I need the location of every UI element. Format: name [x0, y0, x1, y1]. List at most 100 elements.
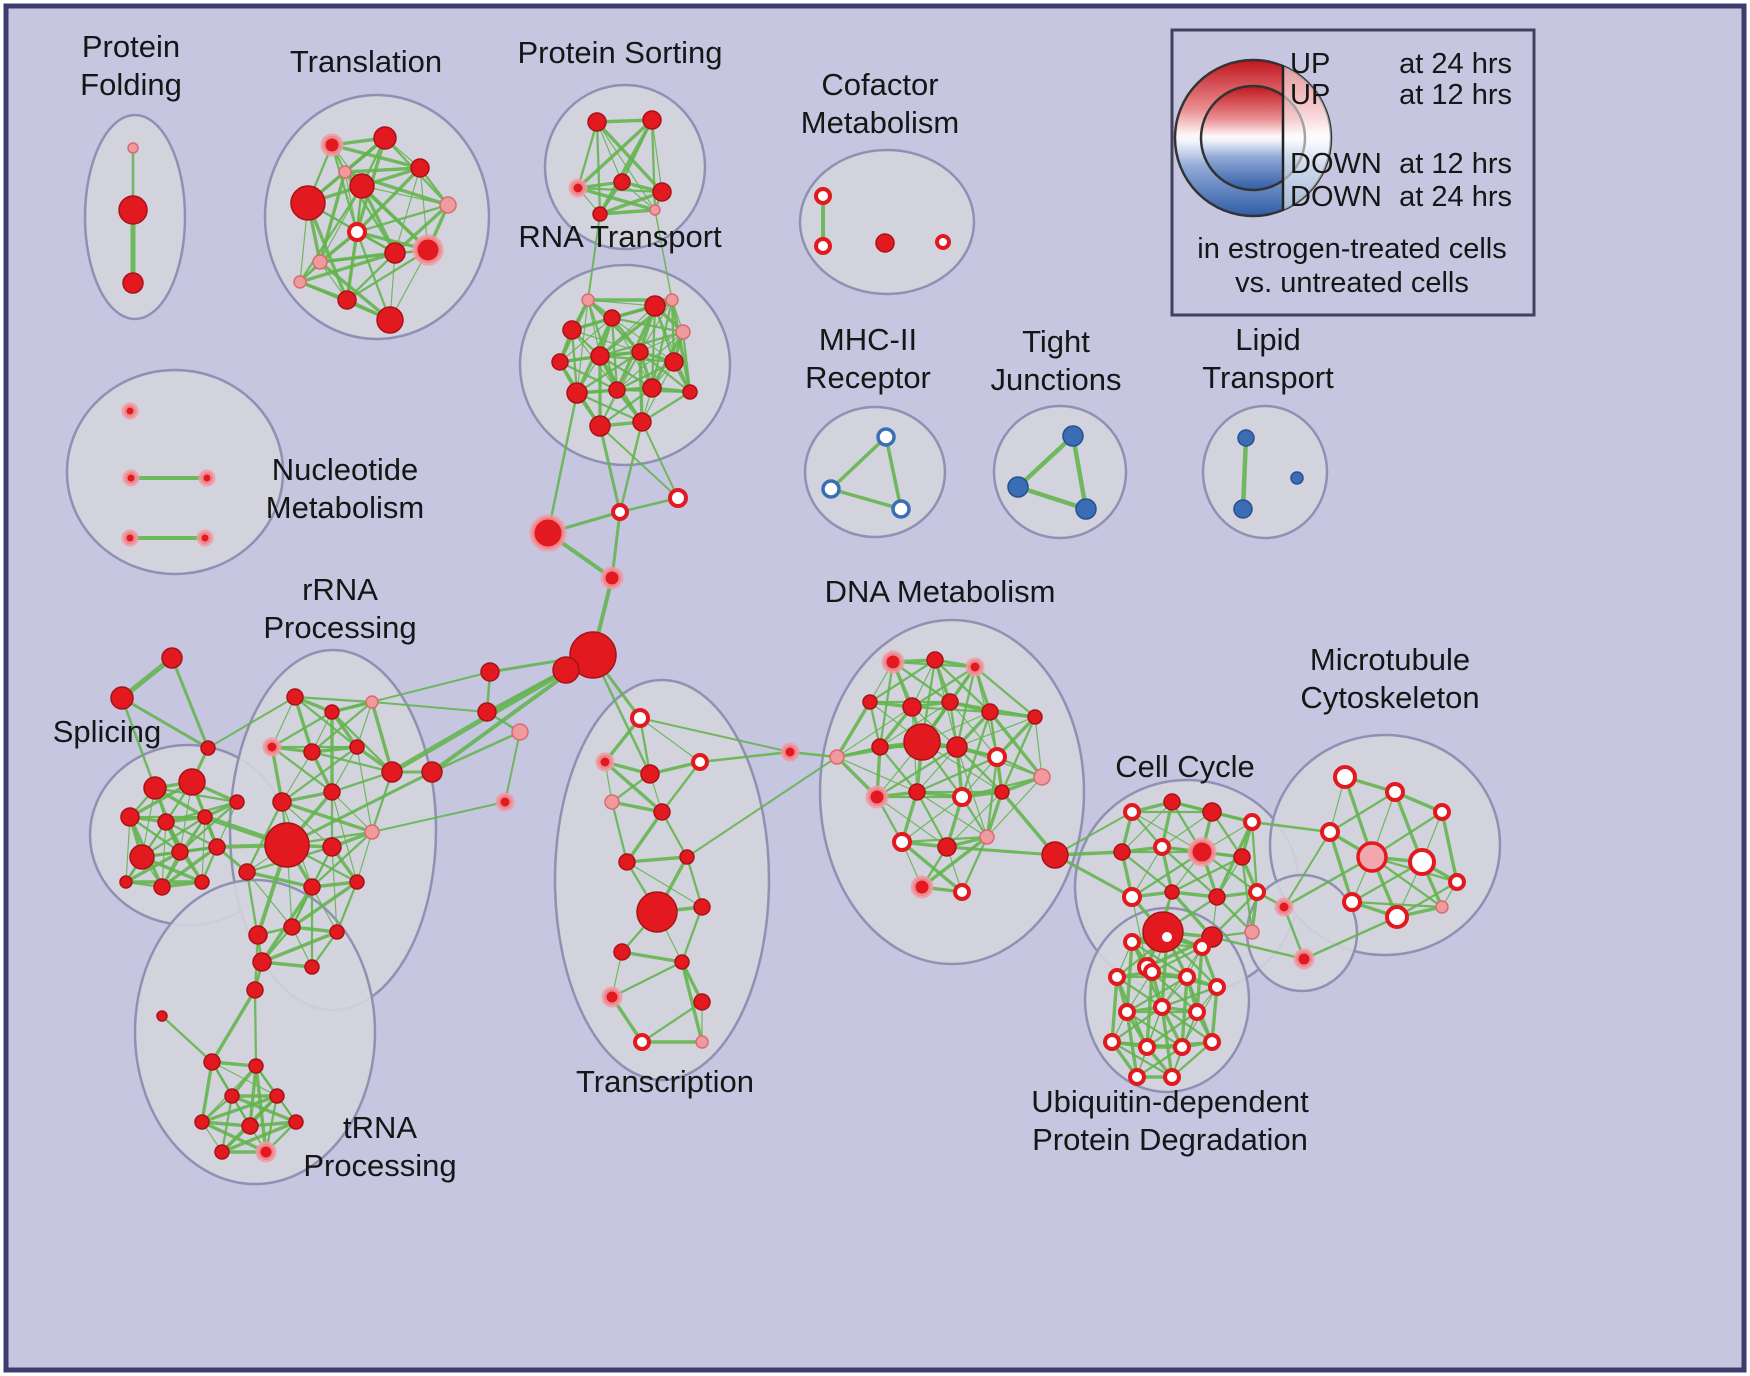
gene-node-ring [1188, 1003, 1206, 1021]
gene-node-halo [1274, 897, 1294, 917]
gene-node-red [903, 723, 941, 761]
network-edge [835, 700, 872, 759]
gene-node-red [171, 843, 189, 861]
gene-node-ring [953, 883, 971, 901]
network-edge [916, 791, 988, 838]
gene-node-pink [1033, 768, 1051, 786]
network-edge [355, 166, 422, 234]
gene-node-red [153, 878, 171, 896]
network-edge [879, 701, 951, 748]
gene-node-red [120, 807, 140, 827]
gene-node-blue [1233, 499, 1253, 519]
network-edge [650, 298, 674, 390]
network-edge [595, 120, 664, 194]
network-edge [973, 665, 1037, 719]
gene-node-ring [892, 832, 912, 852]
network-edge [956, 716, 1036, 748]
gene-node-red [194, 1114, 210, 1130]
network-edge [639, 717, 701, 763]
network-edge [988, 710, 1044, 779]
gene-node-ring [1408, 848, 1436, 876]
network-edge [318, 251, 397, 264]
gene-node-halo [601, 986, 623, 1008]
network-edge [985, 790, 1004, 839]
gene-node-ring [1122, 887, 1142, 907]
cluster-label-transcription: Transcription [576, 1064, 754, 1099]
gene-node-halo [1293, 948, 1315, 970]
legend-caption: in estrogen-treated cells [1197, 233, 1507, 265]
cluster-ellipse-rna-transport [518, 263, 732, 467]
gene-node-red [248, 1058, 264, 1074]
cluster-label-trna-processing: tRNA [343, 1110, 417, 1145]
network-edge [878, 745, 919, 794]
node-layer [110, 110, 1466, 1163]
gene-node-halo [121, 402, 139, 420]
gene-node-rosy [1356, 841, 1388, 873]
gene-node-pink [829, 749, 845, 765]
network-edge [343, 166, 422, 174]
cluster-label-cell-cycle: Cell Cycle [1115, 749, 1255, 784]
network-edge [310, 830, 374, 889]
network-edge [1125, 975, 1189, 1014]
gene-node-halo [595, 752, 615, 772]
gene-node-pink [312, 254, 328, 270]
gene-node-ring [1243, 813, 1261, 831]
legend-time-label: at 24 hrs [1399, 181, 1512, 213]
network-edge [355, 203, 450, 234]
gene-node-red [323, 783, 341, 801]
network-edge [260, 930, 339, 964]
gene-node-red [283, 918, 301, 936]
network-edge [285, 770, 434, 847]
gene-node-red [238, 863, 256, 881]
gene-node-red [908, 783, 926, 801]
gene-node-red [118, 195, 148, 225]
gene-node-red [480, 662, 500, 682]
gene-node-red [1163, 793, 1181, 811]
gene-node-pink [649, 204, 661, 216]
network-edge [370, 700, 394, 774]
network-edge [1135, 1045, 1184, 1079]
network-edge [1053, 853, 1134, 899]
cluster-label-rna-transport: RNA Transport [518, 219, 722, 254]
gene-node-red [566, 382, 588, 404]
network-edge [576, 186, 657, 212]
gene-node-halo [865, 785, 889, 809]
network-edge [371, 801, 506, 833]
cluster-label-cofactor-metabolism: Cofactor [821, 67, 938, 102]
network-edge [298, 251, 397, 284]
network-edge [660, 760, 702, 814]
network-edge [124, 850, 182, 884]
gene-node-red [214, 1144, 230, 1160]
network-edge [1440, 810, 1459, 884]
network-edge [875, 745, 959, 799]
network-edge [125, 816, 131, 883]
gene-node-red [290, 185, 326, 221]
gene-node-red [642, 110, 662, 130]
network-edge [546, 391, 579, 535]
gene-node-ring [1448, 873, 1466, 891]
gene-node-red [640, 764, 660, 784]
network-edge [504, 731, 521, 803]
cluster-label-trna-processing: Processing [303, 1148, 456, 1183]
gene-node-bluering [821, 479, 841, 499]
gene-node-blue [1237, 429, 1255, 447]
network-edge [1121, 801, 1173, 853]
gene-node-red [592, 206, 608, 222]
gene-node-pink [439, 196, 457, 214]
network-edge [576, 299, 589, 394]
gene-node-red [349, 739, 365, 755]
network-edge [910, 665, 977, 709]
gene-node-red [252, 952, 272, 972]
network-edge [915, 755, 999, 794]
network-edge [1110, 975, 1119, 1044]
network-edge [599, 425, 679, 499]
gene-node-pink [511, 723, 529, 741]
network-edge [344, 171, 358, 233]
gene-node-red [552, 656, 580, 684]
gene-node-pink [665, 293, 679, 307]
gene-node-ring [1385, 782, 1405, 802]
network-edge [1160, 985, 1219, 1009]
gene-node-ring [1342, 892, 1362, 912]
gene-node-halo [881, 650, 905, 674]
